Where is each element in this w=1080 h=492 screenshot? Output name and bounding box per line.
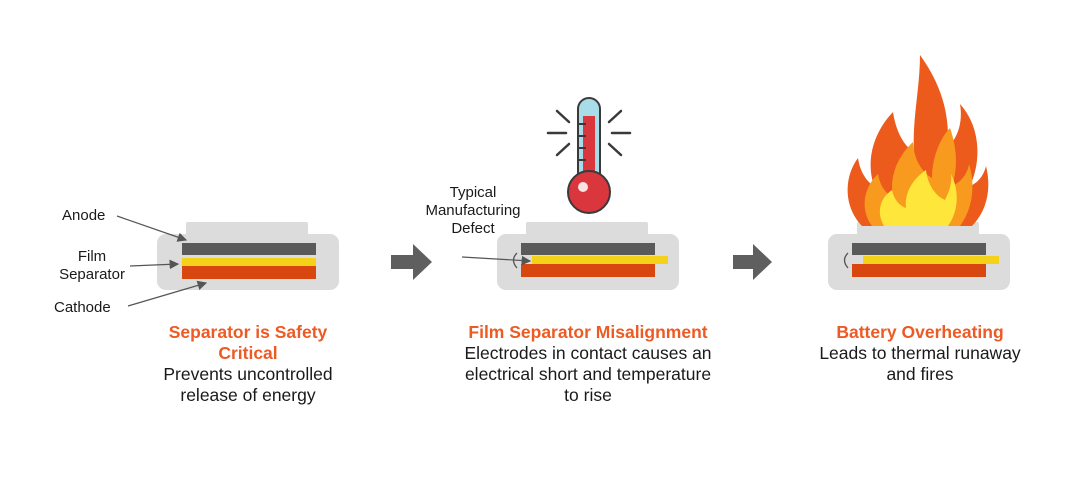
step-1-title: Separator is Safety Critical [168, 322, 328, 363]
cathode-layer [182, 266, 316, 279]
short-contact-mark [843, 252, 849, 269]
anode-pointer [116, 215, 188, 242]
anode-label: Anode [62, 207, 106, 224]
separator-pointer [129, 259, 180, 270]
step-2-caption: Film Separator Misalignment Electrodes i… [438, 322, 738, 406]
film-separator-label: Film Separator [59, 248, 125, 283]
cathode-layer [521, 264, 655, 277]
separator-layer [182, 258, 316, 266]
cathode-layer [852, 264, 986, 277]
anode-layer [521, 243, 655, 255]
step-2-title: Film Separator Misalignment [468, 322, 708, 342]
step-3-description: Leads to thermal runaway and fires [819, 343, 1021, 384]
battery-cell-icon [157, 222, 339, 290]
battery-cell-icon [497, 222, 679, 290]
step-2-description: Electrodes in contact causes an electric… [464, 343, 712, 405]
step-3-title: Battery Overheating [836, 322, 1004, 342]
anode-layer [182, 243, 316, 255]
defect-label: Typical Manufacturing Defect [425, 184, 521, 237]
thermometer-icon [546, 97, 632, 214]
cathode-pointer [127, 280, 208, 307]
anode-layer [852, 243, 986, 255]
cathode-label: Cathode [54, 299, 111, 316]
battery-cell-icon [828, 222, 1010, 290]
step-1-caption: Separator is Safety Critical Prevents un… [138, 322, 358, 406]
arrow-right-icon [733, 244, 772, 280]
step-3-caption: Battery Overheating Leads to thermal run… [790, 322, 1050, 385]
step-1-description: Prevents uncontrolled release of energy [163, 364, 333, 405]
defect-pointer [461, 255, 532, 266]
separator-layer-misaligned [863, 256, 999, 264]
arrow-right-icon [391, 244, 432, 280]
fire-icon [847, 55, 989, 226]
separator-layer-misaligned [532, 256, 668, 264]
